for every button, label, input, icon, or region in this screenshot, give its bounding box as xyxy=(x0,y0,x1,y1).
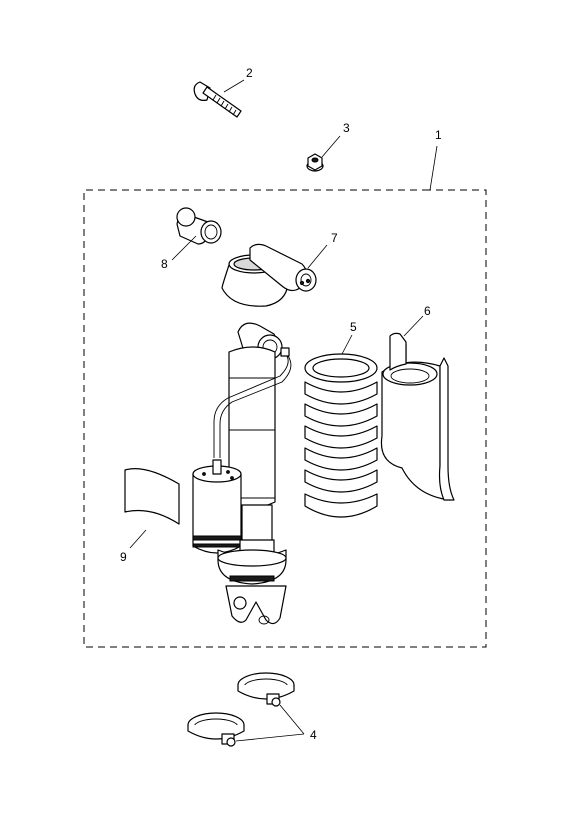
reservoir-strap-part: 9 xyxy=(120,468,180,564)
top-mount-part: 7 xyxy=(221,231,338,307)
spring-part: 5 xyxy=(304,320,378,518)
hose-clamps-part: 4 xyxy=(187,672,317,747)
callout-1: 1 xyxy=(435,128,442,142)
shock-absorber xyxy=(192,322,292,625)
callout-2: 2 xyxy=(246,66,253,80)
callout-9: 9 xyxy=(120,550,127,564)
kit-boundary: 1 xyxy=(83,128,487,648)
spring-guard-part: 6 xyxy=(380,304,455,501)
callout-6: 6 xyxy=(424,304,431,318)
callout-3: 3 xyxy=(343,121,350,135)
callout-7: 7 xyxy=(331,231,338,245)
callout-5: 5 xyxy=(350,320,357,334)
callout-8: 8 xyxy=(161,257,168,271)
callout-4: 4 xyxy=(310,728,317,742)
bush-part: 8 xyxy=(161,207,222,271)
nut-part: 3 xyxy=(306,121,350,172)
bolt-part: 2 xyxy=(193,66,253,118)
